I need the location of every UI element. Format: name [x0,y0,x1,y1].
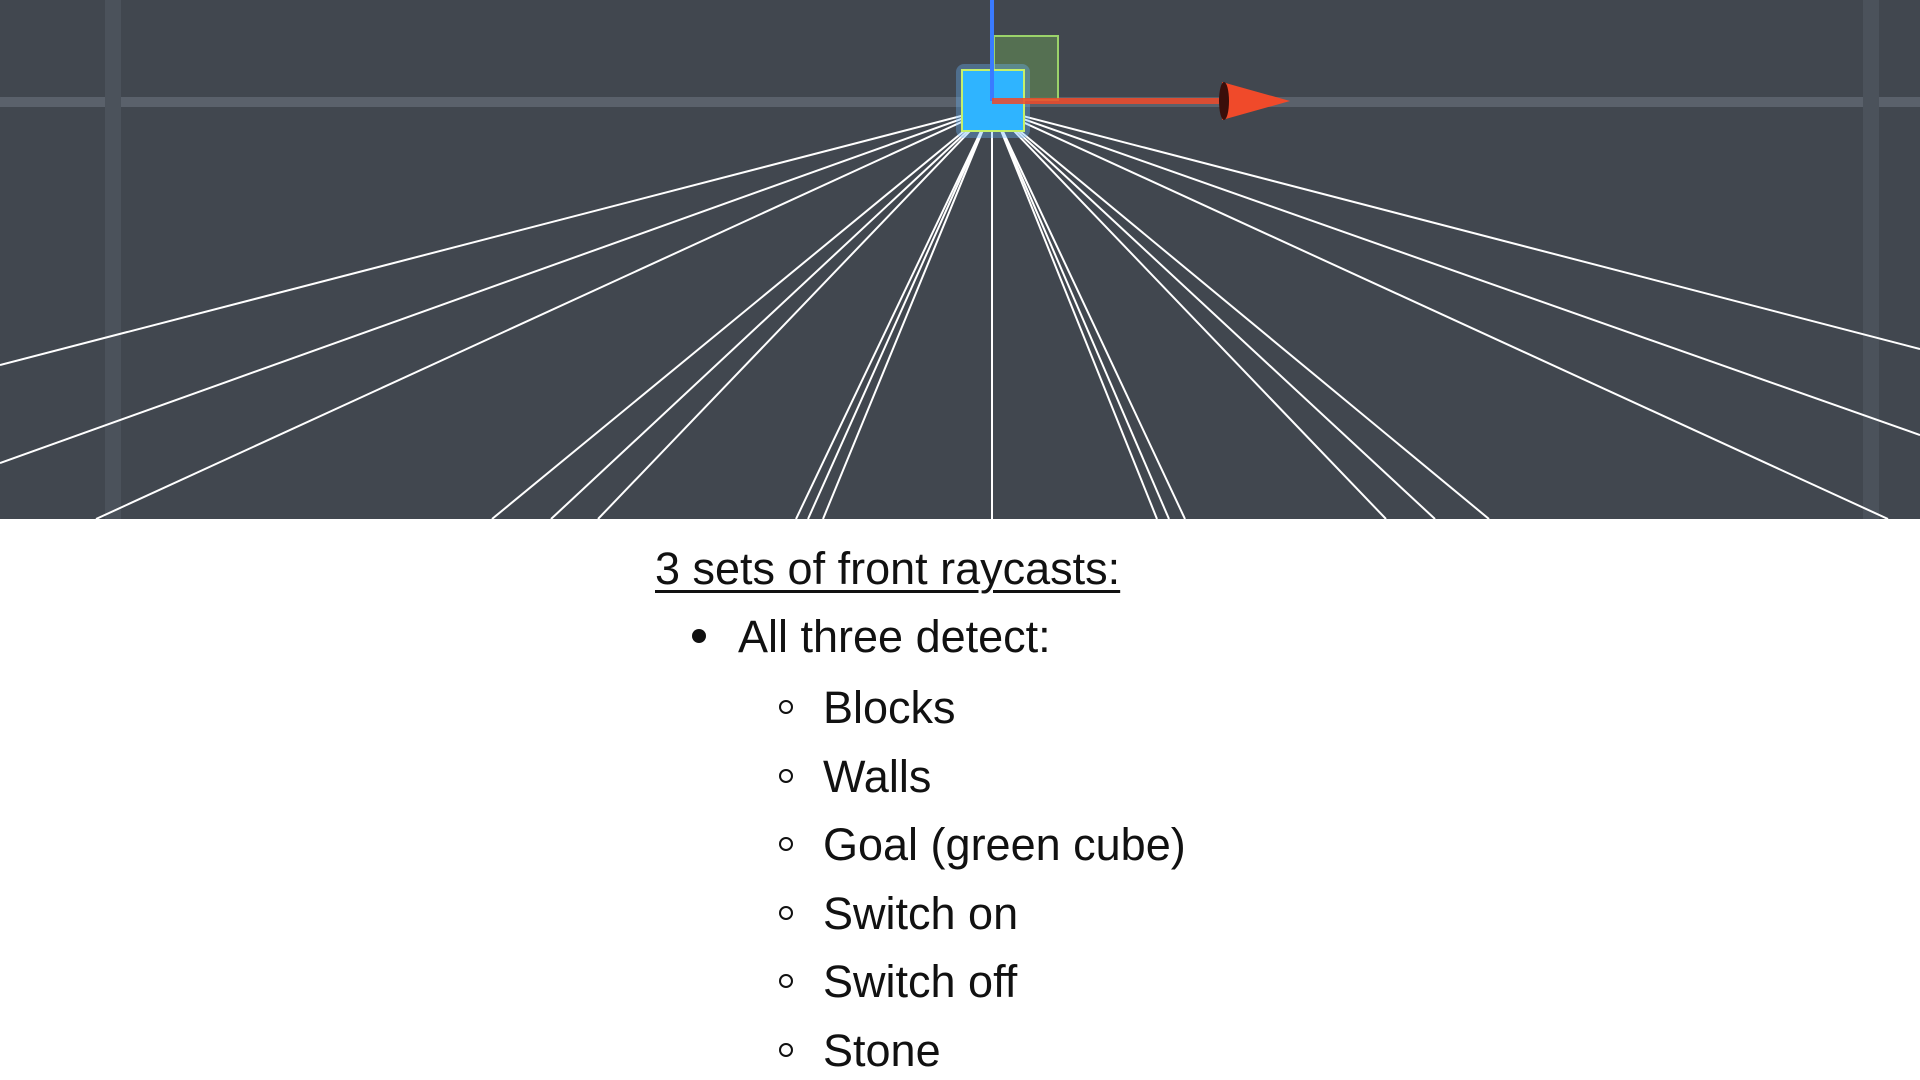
raycast-lines [0,107,1920,519]
ray-line [991,107,1186,519]
ray-line [991,107,1436,519]
ray-line [991,107,1170,519]
ray-line [795,107,993,519]
sub-item-label: Goal (green cube) [823,819,1186,870]
sub-list-item: Blocks [779,682,956,734]
ray-line [0,107,993,366]
sub-item-label: Switch on [823,887,1019,939]
ray-line [95,107,993,519]
circle-bullet-icon [779,1042,793,1057]
ray-line [991,107,1387,519]
bullet-item: All three detect: [692,614,1051,659]
sub-list-item: Switch on [779,888,1018,940]
circle-bullet-icon [779,700,793,715]
scene-canvas [0,0,1920,519]
ray-line [597,107,993,519]
slide-title: 3 sets of front raycasts: [655,543,1121,594]
circle-bullet-icon [779,974,793,989]
ray-line [0,107,993,464]
ray-line [991,107,1920,436]
sub-list-item: Switch off [779,956,1017,1008]
sub-item-label: Switch off [823,956,1018,1007]
sub-item-label: Stone [823,1024,941,1076]
x-axis-arrow-icon[interactable] [1222,82,1290,120]
ray-line [991,107,1920,350]
ray-line [991,107,1490,519]
ray-line [822,107,993,519]
ray-line [991,107,1889,519]
sub-item-label: Walls [823,750,932,802]
sub-list-item: Goal (green cube) [779,819,1186,871]
scene-viewport[interactable] [0,0,1920,519]
sub-list-item: Walls [779,751,931,803]
arrow-base [1219,82,1229,120]
bullet-dot-icon [692,629,706,644]
ray-line [991,107,1158,519]
circle-bullet-icon [779,905,793,920]
ray-line [807,107,993,519]
bullet-label: All three detect: [738,611,1051,662]
ray-line [491,107,993,519]
circle-bullet-icon [779,768,793,783]
ray-line [550,107,993,519]
circle-bullet-icon [779,837,793,852]
sub-list-item: Stone [779,1025,941,1077]
sub-item-label: Blocks [823,682,956,733]
